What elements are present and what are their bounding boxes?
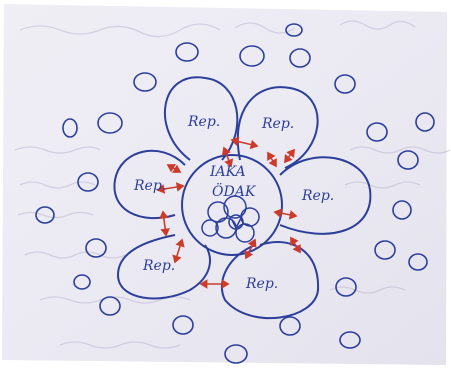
- petal-label-top-right: Rep.: [261, 116, 294, 132]
- petal-label-top-left: Rep.: [187, 114, 220, 130]
- petal-label-bottom-right: Rep.: [245, 276, 278, 292]
- petal-label-left: Rep.: [133, 178, 166, 194]
- center-label-top: IAKA: [209, 164, 246, 180]
- center-label-bottom: ÖDAK: [212, 182, 257, 200]
- petal-label-bottom-left: Rep.: [142, 258, 175, 274]
- petal-label-right: Rep.: [301, 188, 334, 204]
